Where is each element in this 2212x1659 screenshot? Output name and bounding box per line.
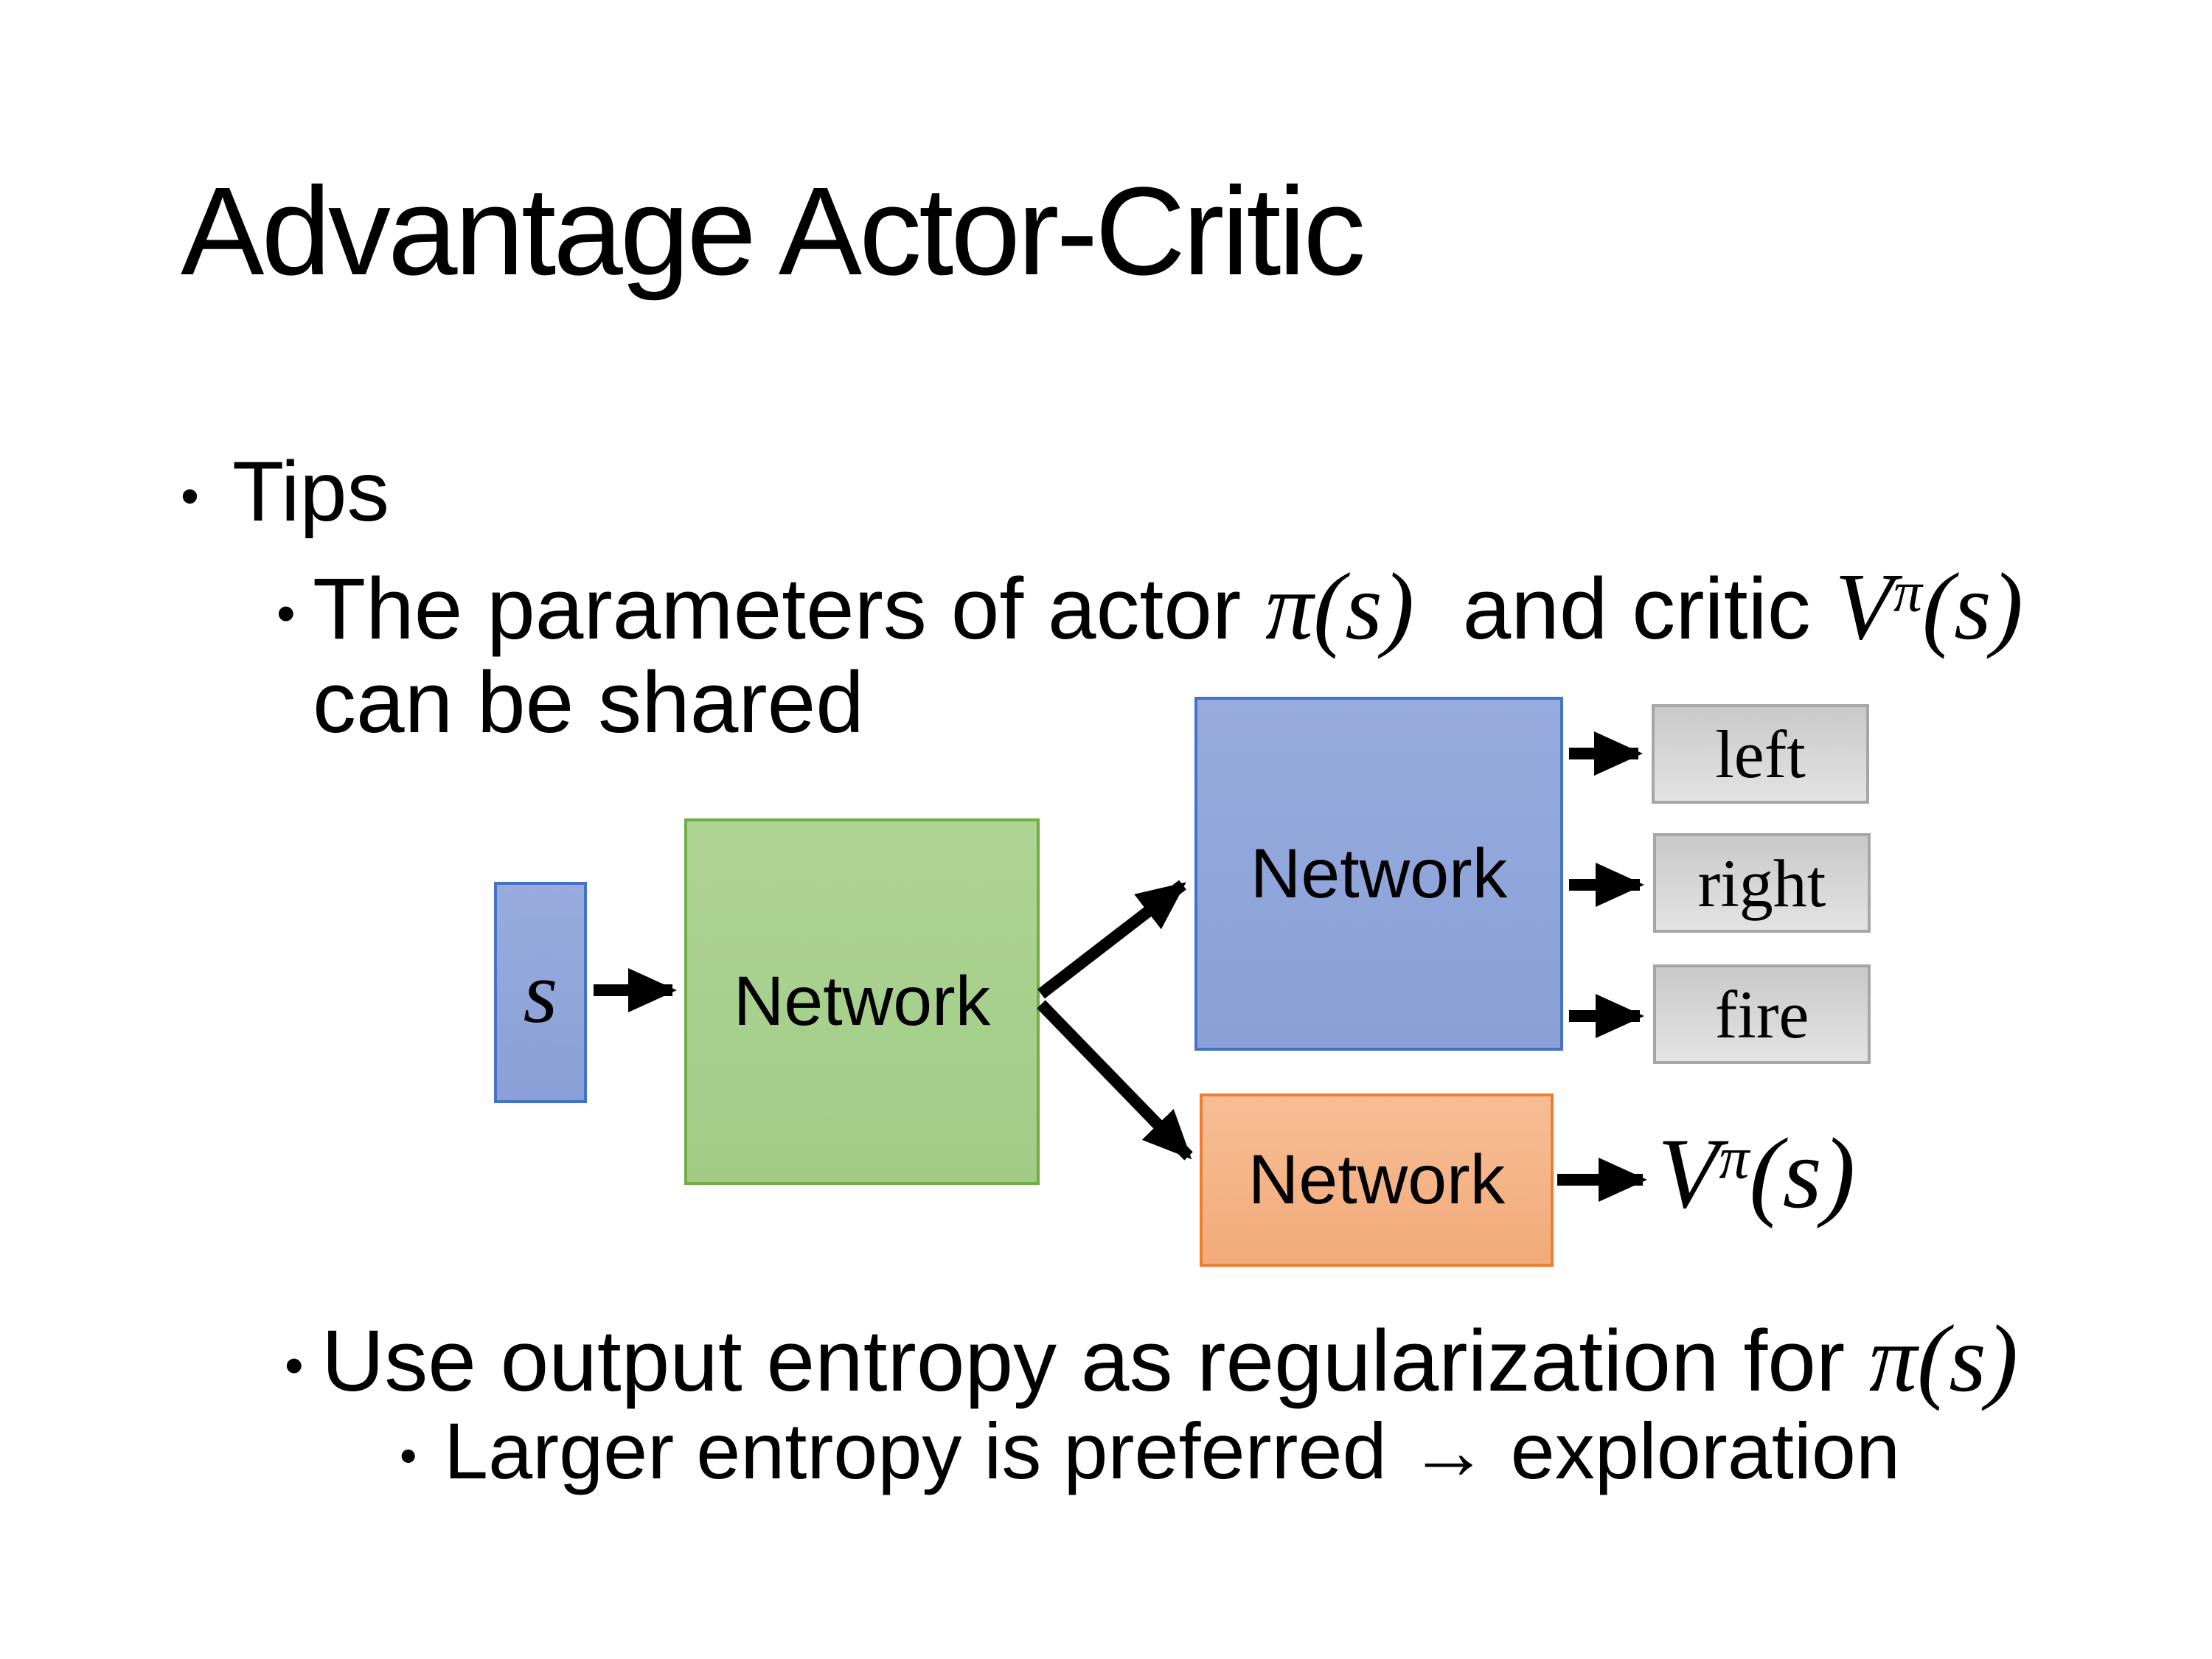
value-superscript-pi: π — [1719, 1124, 1750, 1192]
bullet-entropy-regularization: • Use output entropy as regularization fo… — [285, 1299, 2018, 1419]
bullet-dot: • — [181, 467, 199, 526]
critic-value-math: Vπ(s) — [1835, 554, 2023, 660]
arrow-shared-to-critic — [1037, 1000, 1193, 1161]
bullet-parameters-line1: • The parameters of actor π(s) and critic… — [276, 547, 2023, 667]
bullet-dot: • — [400, 1427, 417, 1484]
action-label-left: left — [1715, 716, 1806, 792]
text-run: Use output entropy as regularization for — [321, 1312, 1869, 1410]
action-label-right: right — [1697, 845, 1826, 921]
shared-network-label: Network — [733, 962, 991, 1040]
state-input-box: s — [494, 882, 587, 1103]
value-base: V — [1658, 1117, 1719, 1229]
shared-network-box: Network — [684, 818, 1040, 1185]
action-box-left: left — [1652, 704, 1869, 804]
bullet-dot: • — [276, 583, 296, 644]
actor-network-label: Network — [1250, 834, 1508, 913]
value-superscript-pi: π — [1893, 560, 1922, 624]
tips-label: Tips — [232, 445, 389, 539]
critic-network-box: Network — [1200, 1093, 1554, 1267]
value-output-math: Vπ(s) — [1658, 1117, 1855, 1229]
value-base: V — [1834, 554, 1893, 660]
bullet-dot: • — [285, 1335, 304, 1397]
bullet-parameters-line2: can be shared — [313, 649, 864, 758]
text-run: can be shared — [313, 654, 864, 751]
value-args: (s) — [1749, 1117, 1856, 1229]
actor-pi-s-math: π(s) — [1265, 554, 1414, 660]
bullet-larger-entropy: • Larger entropy is preferred → explorati… — [400, 1401, 1900, 1500]
page-title: Advantage Actor-Critic — [181, 161, 1366, 302]
action-box-right: right — [1653, 833, 1871, 933]
action-label-fire: fire — [1714, 976, 1809, 1052]
actor-network-box: Network — [1194, 697, 1563, 1051]
arrow-shared-to-actor — [1037, 880, 1186, 999]
text-run: The parameters of actor — [313, 560, 1266, 658]
text-run: Larger entropy is preferred → exploratio… — [444, 1406, 1901, 1495]
text-run: and critic — [1414, 560, 1835, 658]
value-output-label: Vπ(s) — [1658, 1115, 1855, 1231]
state-label: s — [523, 943, 558, 1041]
bullet-tips: • Tips — [181, 439, 389, 546]
value-args: (s) — [1921, 554, 2023, 660]
critic-network-label: Network — [1248, 1141, 1506, 1219]
action-box-fire: fire — [1653, 964, 1871, 1064]
pi-s-math: π(s) — [1868, 1306, 2018, 1412]
